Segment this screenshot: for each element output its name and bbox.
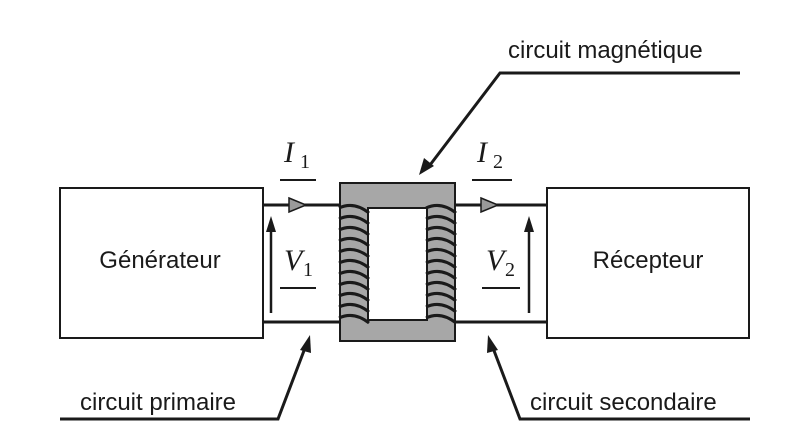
secondary-coil-turn [425,291,457,303]
secondary-coil-turn [425,247,457,259]
primary-coil-turn [338,247,370,259]
current-secondary-index: 2 [493,151,503,173]
primary-coil-turn [338,236,370,248]
current-primary-index: 1 [300,151,310,173]
primary-coil-turn [338,214,370,226]
voltage-primary-symbol: V [284,244,306,277]
primary-coil-turn [338,313,370,325]
primary-winding [338,203,370,325]
receiver-label: Récepteur [593,247,704,274]
magnetic-circuit-pointer-icon [419,158,434,175]
generator-label: Générateur [99,247,220,274]
current-primary-symbol: I [283,136,296,169]
secondary-coil-turn [425,225,457,237]
secondary-circuit-label: circuit secondaire [530,389,717,416]
secondary-coil-turn [425,280,457,292]
primary-coil-turn [338,225,370,237]
secondary-circuit-leader [491,347,750,421]
secondary-coil-turn [425,258,457,270]
primary-coil-turn [338,258,370,270]
generator-box [59,187,264,339]
voltage-secondary-symbol: V [486,244,508,277]
current-arrow-primary-icon [288,196,308,214]
secondary-winding [425,203,457,325]
primary-coil-turn [338,280,370,292]
primary-coil-turn [338,269,370,281]
current-secondary-symbol: I [476,136,489,169]
magnetic-circuit-label: circuit magnétique [508,37,703,64]
voltage-primary-arrowhead-icon [266,216,276,232]
primary-coil-turn [338,302,370,314]
secondary-coil-turn [425,203,457,215]
magnetic-circuit-leader [428,71,740,166]
secondary-coil-turn [425,302,457,314]
secondary-coil-turn [425,269,457,281]
primary-circuit-leader [60,347,307,421]
secondary-coil-turn [425,214,457,226]
secondary-circuit-pointer-icon [487,335,498,353]
secondary-coil-turn [425,313,457,325]
secondary-coil-turn [425,236,457,248]
voltage-primary-index: 1 [303,259,313,281]
voltage-secondary-index: 2 [505,259,515,281]
primary-coil-turn [338,203,370,215]
voltage-secondary-arrowhead-icon [524,216,534,232]
receiver-box [546,187,750,339]
current-arrow-secondary-icon [480,196,500,214]
core-window [367,207,428,321]
primary-coil-turn [338,291,370,303]
primary-circuit-pointer-icon [300,335,311,353]
primary-circuit-label: circuit primaire [80,389,236,416]
